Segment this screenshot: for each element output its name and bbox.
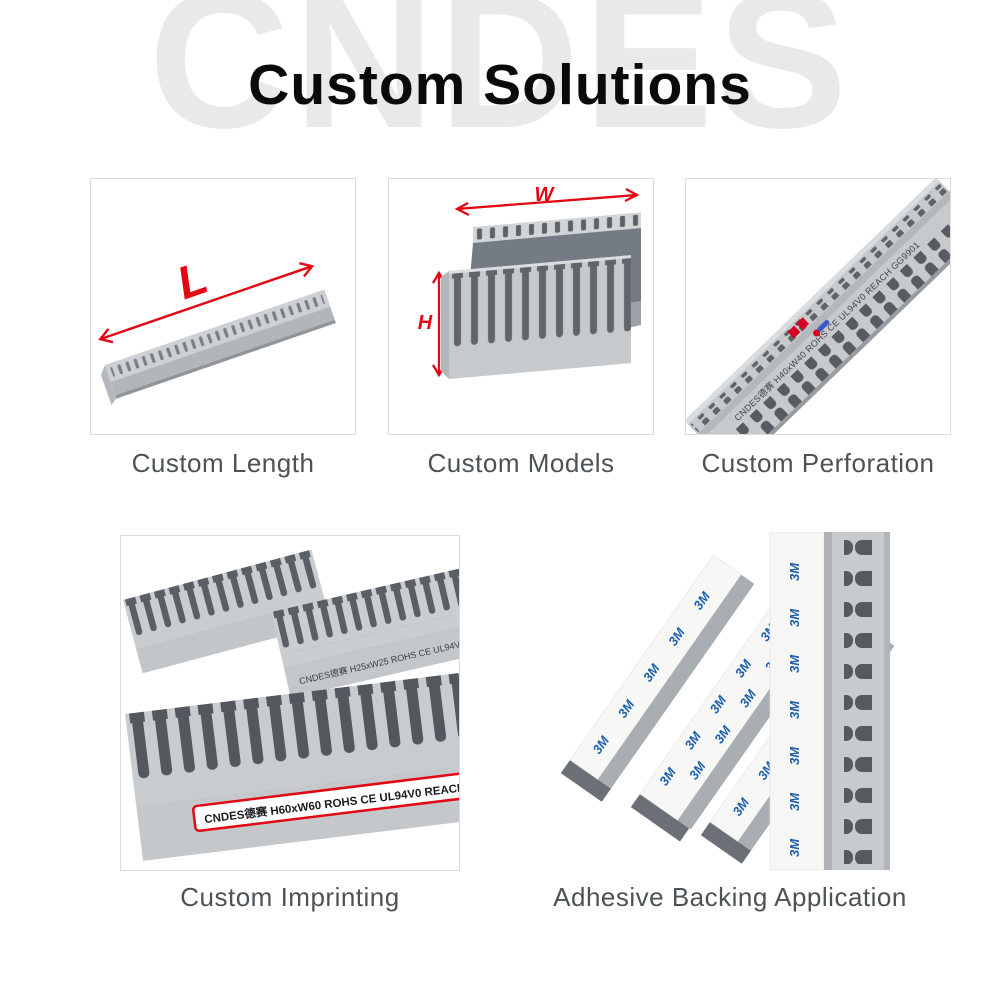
- card-custom-perforation: CNDES德赛 H40xW40 ROHS CE UL94V0 REACH GG9…: [685, 178, 951, 435]
- perforated-duct: CNDES德赛 H40xW40 ROHS CE UL94V0 REACH GG9…: [686, 179, 950, 434]
- adhesive-backing-photo: 3M: [552, 532, 904, 874]
- red-clip-accent: [787, 325, 801, 339]
- custom-perforation-illustration: CNDES德赛 H40xW40 ROHS CE UL94V0 REACH GG9…: [686, 179, 950, 434]
- rail-bottom-edge: [115, 319, 336, 399]
- taped-duct-1: [560, 554, 755, 802]
- adhesive-backing-illustration: 3M: [560, 532, 895, 871]
- custom-length-illustration: L: [98, 251, 336, 406]
- card-custom-imprinting: CNDES德赛 H25xW25 ROHS CE UL94V0 RE CNDES德…: [120, 535, 460, 871]
- rail-end-cap: [100, 365, 117, 406]
- custom-perforation-photo: CNDES德赛 H40xW40 ROHS CE UL94V0 REACH GG9…: [685, 178, 951, 435]
- red-clip-accent: [796, 317, 809, 330]
- page-title: Custom Solutions: [248, 53, 752, 117]
- custom-imprinting-illustration: CNDES德赛 H25xW25 ROHS CE UL94V0 RE CNDES德…: [122, 549, 459, 861]
- duct-open-end: [700, 822, 751, 864]
- caption-custom-imprinting: Custom Imprinting: [180, 882, 400, 912]
- caption-custom-length: Custom Length: [131, 448, 315, 478]
- dim-label-w: W: [535, 184, 556, 206]
- rail-front-face: [110, 306, 335, 396]
- dim-label-l: L: [170, 251, 214, 309]
- custom-imprinting-photo: CNDES德赛 H25xW25 ROHS CE UL94V0 RE CNDES德…: [120, 535, 460, 871]
- brand-watermark: CNDES: [148, 0, 852, 169]
- top-perforation-row: [690, 183, 948, 433]
- card-custom-models: W H: [388, 178, 654, 435]
- caption-adhesive-backing: Adhesive Backing Application: [553, 882, 907, 912]
- taped-duct-vertical: [769, 532, 890, 871]
- duct-print-text: CNDES德赛 H40xW40 ROHS CE UL94V0 REACH GG9…: [732, 239, 922, 423]
- duct-far-wall: [473, 212, 641, 243]
- imprint-highlight-box: [191, 771, 459, 833]
- wire-terminal-red: [813, 329, 821, 337]
- duct-open-end: [560, 760, 611, 802]
- card-custom-length: L: [90, 178, 356, 435]
- caption-custom-perforation: Custom Perforation: [701, 448, 935, 478]
- duct-open-end: [630, 794, 690, 842]
- custom-models-photo: W H: [388, 178, 654, 435]
- card-adhesive-backing: 3M: [552, 532, 904, 874]
- duct-front: CNDES德赛 H60xW60 ROHS CE UL94V0 REACH: [125, 673, 459, 861]
- custom-models-illustration: W H: [418, 184, 641, 379]
- duct-near-wall: [449, 255, 631, 379]
- caption-custom-models: Custom Models: [427, 448, 615, 478]
- width-dimension-arrow: [454, 187, 640, 217]
- dim-label-h: H: [418, 312, 433, 334]
- near-wall-edge: [441, 271, 449, 379]
- side-perforation-row: [714, 209, 950, 434]
- custom-length-photo: L: [90, 178, 356, 435]
- length-dimension-arrow: [98, 261, 315, 344]
- rail-slots: [109, 293, 326, 379]
- duct-back-right: CNDES德赛 H25xW25 ROHS CE UL94V0 RE: [271, 562, 459, 698]
- vertical-slot-column: [844, 540, 872, 864]
- wire-terminal-blue: [817, 319, 830, 332]
